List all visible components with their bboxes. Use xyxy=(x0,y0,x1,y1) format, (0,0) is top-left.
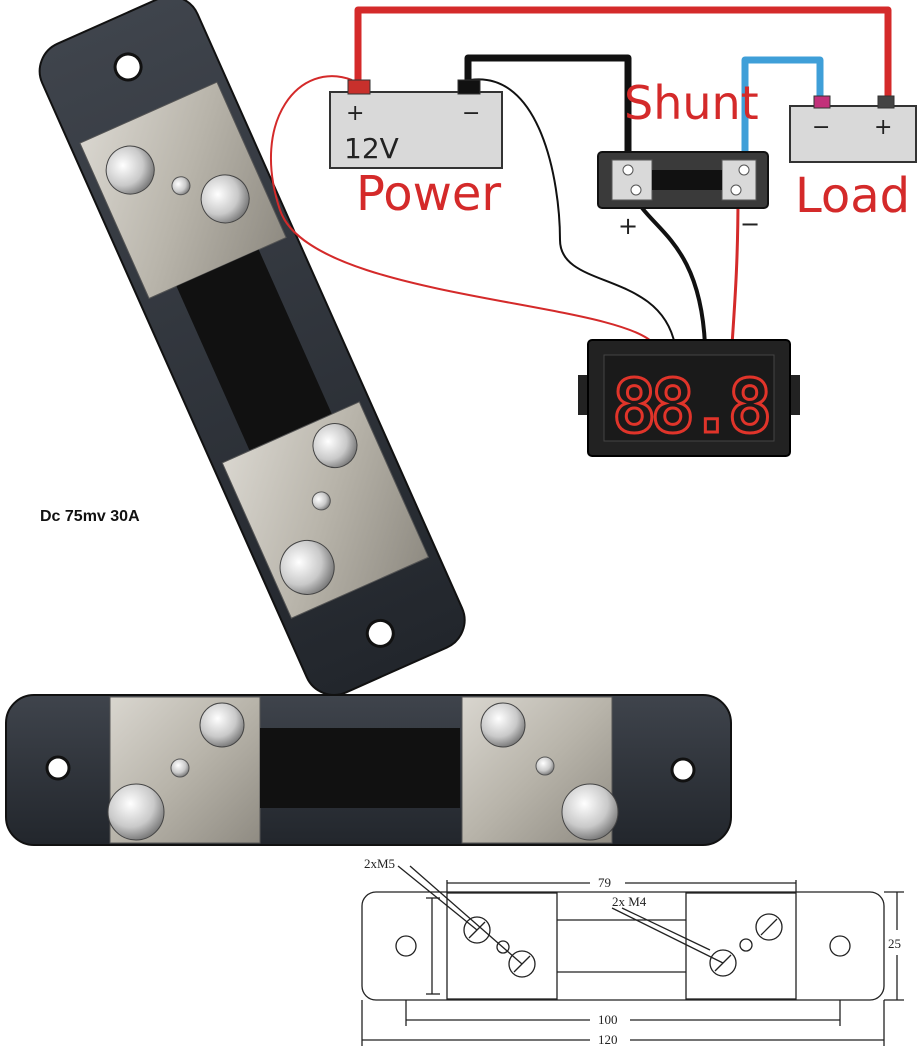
wires xyxy=(270,6,892,346)
power-plus-sign: + xyxy=(346,101,364,126)
shunt-label: Shunt xyxy=(624,76,759,130)
dim-25: 25 xyxy=(888,936,901,951)
shunt-rating-caption: Dc 75mv 30A xyxy=(40,508,140,525)
dim-120: 120 xyxy=(598,1032,618,1047)
shunt-photo-horizontal xyxy=(5,694,732,846)
dim-79: 79 xyxy=(598,875,611,890)
shunt-photo-angled xyxy=(38,0,466,696)
black-wire-power-to-shunt xyxy=(464,54,632,158)
power-minus-sign: − xyxy=(462,101,480,126)
power-label: Power xyxy=(356,166,502,222)
panel-meter xyxy=(578,339,800,457)
load-minus-sign: − xyxy=(812,115,830,140)
shunt-minus-sign: − xyxy=(740,210,760,238)
load-plus-sign: + xyxy=(874,115,892,140)
dim-100: 100 xyxy=(598,1012,618,1027)
red-sense-wire-power-to-meter xyxy=(270,75,656,346)
power-voltage: 12V xyxy=(344,132,399,165)
shunt-schematic xyxy=(597,151,769,209)
m4-label: 2x M4 xyxy=(612,894,647,909)
red-wire-power-to-load xyxy=(354,6,892,98)
black-wire-shunt-to-meter xyxy=(632,194,707,346)
power-battery xyxy=(329,79,503,169)
shunt-plus-sign: + xyxy=(618,212,638,240)
meter-display: 88.8 xyxy=(612,364,768,450)
dimension-drawing xyxy=(361,865,904,1046)
blue-wire-shunt-to-load xyxy=(741,56,824,158)
red-wire-shunt-to-meter xyxy=(730,194,740,346)
black-sense-wire-power-to-meter xyxy=(469,78,676,346)
m5-label: 2xM5 xyxy=(364,856,395,871)
load-box xyxy=(789,95,917,163)
load-label: Load xyxy=(795,168,911,224)
